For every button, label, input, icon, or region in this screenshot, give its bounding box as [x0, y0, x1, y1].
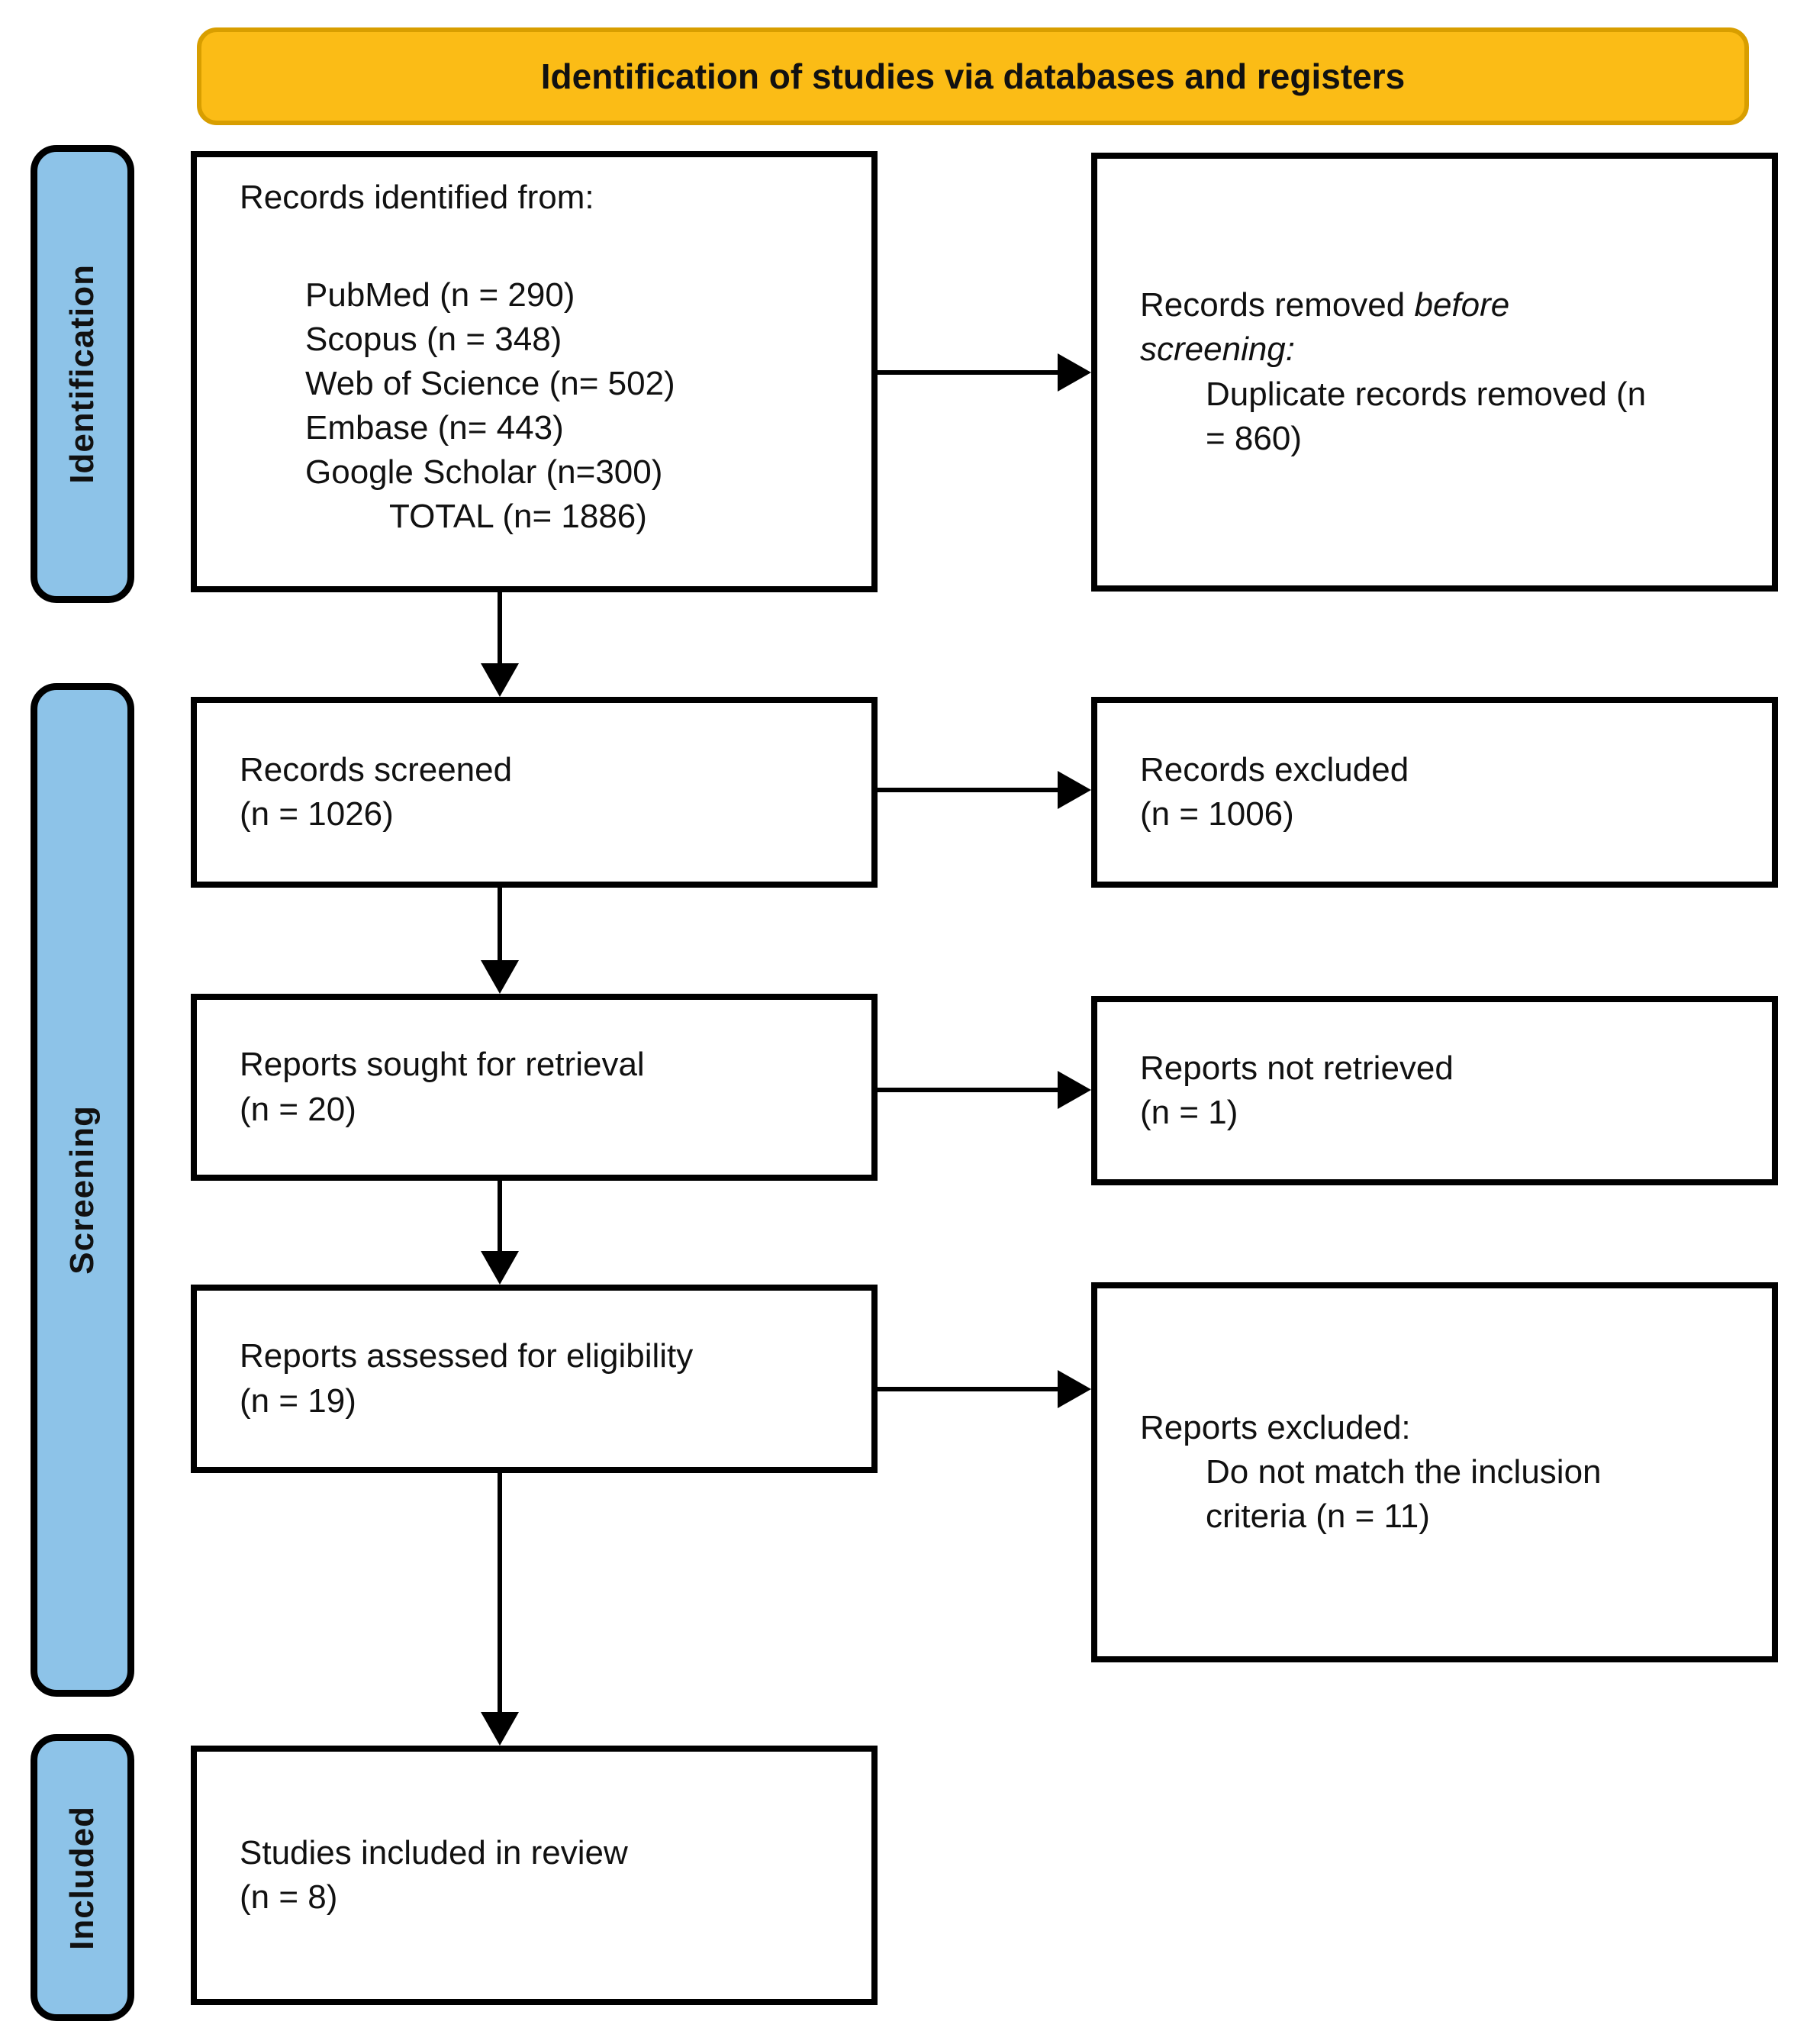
arrow-sought-to-notretrieved-head-icon: [1058, 1071, 1091, 1109]
reports-assessed-count: (n = 19): [240, 1381, 356, 1420]
records-removed-heading-line1: Records removed before: [1140, 283, 1744, 327]
arrow-sought-to-notretrieved-line: [878, 1088, 1061, 1092]
reports-not-retrieved-label: Reports not retrieved: [1140, 1049, 1454, 1087]
records-screened-label: Records screened: [240, 750, 513, 788]
arrow-screened-to-excluded-line: [878, 788, 1061, 792]
records-removed-heading-normal: Records removed: [1140, 286, 1415, 324]
records-identified-heading: Records identified from:: [240, 179, 594, 216]
records-excluded-label: Records excluded: [1140, 750, 1409, 788]
records-screened-count: (n = 1026): [240, 795, 394, 833]
studies-included-label: Studies included in review: [240, 1833, 628, 1872]
source-embase: Embase (n= 443): [305, 409, 564, 447]
box-records-removed: Records removed before screening: Duplic…: [1091, 153, 1778, 592]
arrow-identified-to-removed-line: [878, 370, 1061, 375]
reports-sought-count: (n = 20): [240, 1090, 356, 1128]
reports-excluded-reason-line1: Do not match the inclusion: [1206, 1452, 1602, 1491]
arrow-screened-to-sought-line: [498, 888, 502, 962]
arrow-identified-to-removed-head-icon: [1058, 353, 1091, 392]
reports-not-retrieved-count: (n = 1): [1140, 1094, 1238, 1131]
records-excluded-count: (n = 1006): [1140, 795, 1294, 833]
source-pubmed: PubMed (n = 290): [305, 276, 575, 314]
source-google-scholar: Google Scholar (n=300): [305, 453, 663, 492]
box-records-excluded: Records excluded (n = 1006): [1091, 697, 1778, 888]
reports-sought-label: Reports sought for retrieval: [240, 1046, 645, 1084]
stage-label-screening: Screening: [31, 683, 134, 1697]
arrow-screened-to-excluded-head-icon: [1058, 771, 1091, 809]
stage-label-included-text: Included: [63, 1805, 101, 1950]
box-records-screened: Records screened (n = 1026): [191, 697, 878, 888]
box-reports-excluded: Reports excluded: Do not match the inclu…: [1091, 1282, 1778, 1662]
arrow-identified-to-screened-head-icon: [481, 663, 519, 697]
arrow-screened-to-sought-head-icon: [481, 960, 519, 994]
stage-label-identification: Identification: [31, 145, 134, 603]
records-identified-sources: PubMed (n = 290) Scopus (n = 348) Web of…: [240, 273, 844, 539]
box-reports-assessed: Reports assessed for eligibility (n = 19…: [191, 1285, 878, 1473]
stage-label-included: Included: [31, 1734, 134, 2021]
arrow-sought-to-assessed-line: [498, 1181, 502, 1253]
records-removed-reason-line2: = 860): [1206, 419, 1302, 457]
source-web-of-science: Web of Science (n= 502): [305, 365, 675, 403]
sources-total: TOTAL (n= 1886): [389, 498, 647, 536]
arrow-assessed-to-included-line: [498, 1473, 502, 1714]
stage-label-identification-text: Identification: [63, 264, 101, 484]
records-removed-heading-italic: before: [1414, 286, 1510, 324]
source-scopus: Scopus (n = 348): [305, 321, 562, 359]
studies-included-count: (n = 8): [240, 1878, 338, 1916]
arrow-assessed-to-reportsexcluded-line: [878, 1387, 1061, 1391]
arrow-identified-to-screened-line: [498, 592, 502, 666]
box-records-identified: Records identified from: PubMed (n = 290…: [191, 151, 878, 592]
arrow-sought-to-assessed-head-icon: [481, 1251, 519, 1285]
reports-excluded-heading: Reports excluded:: [1140, 1408, 1411, 1446]
banner-title: Identification of studies via databases …: [197, 27, 1749, 125]
stage-label-screening-text: Screening: [63, 1105, 101, 1275]
box-reports-sought: Reports sought for retrieval (n = 20): [191, 994, 878, 1181]
arrow-assessed-to-reportsexcluded-head-icon: [1058, 1370, 1091, 1408]
arrow-assessed-to-included-head-icon: [481, 1712, 519, 1746]
box-reports-not-retrieved: Reports not retrieved (n = 1): [1091, 996, 1778, 1185]
records-removed-reason-line1: Duplicate records removed (n: [1206, 375, 1647, 413]
box-studies-included: Studies included in review (n = 8): [191, 1746, 878, 2005]
reports-excluded-reason-line2: criteria (n = 11): [1206, 1498, 1430, 1536]
records-removed-heading-line2: screening:: [1140, 330, 1296, 369]
reports-assessed-label: Reports assessed for eligibility: [240, 1337, 694, 1375]
